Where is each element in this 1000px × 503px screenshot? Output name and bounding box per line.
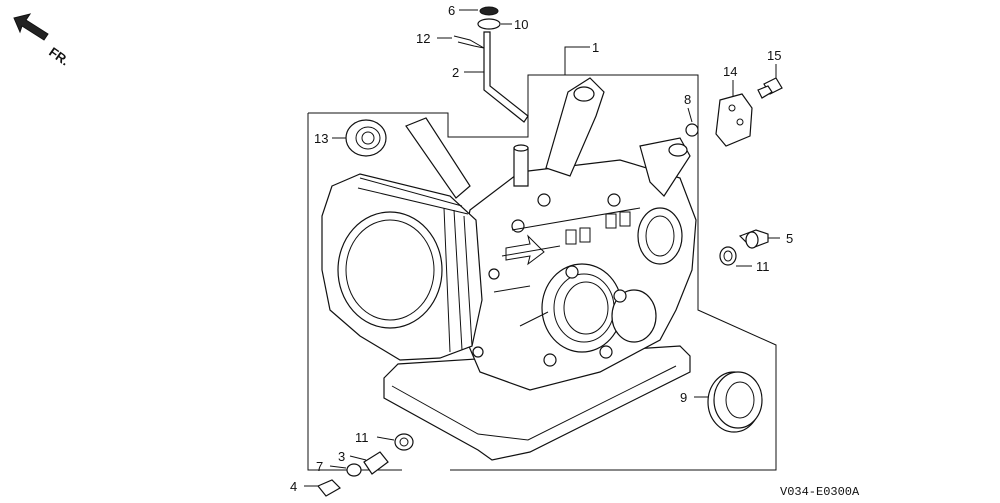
front-direction-arrow-icon: FR. bbox=[13, 13, 72, 68]
oil-seal-9 bbox=[707, 371, 763, 433]
dowel-3 bbox=[363, 451, 389, 475]
callout-11-lower: 11 bbox=[355, 430, 369, 445]
callout-11-right: 11 bbox=[756, 259, 770, 274]
washer-11-right bbox=[719, 246, 737, 266]
plug-8 bbox=[685, 123, 699, 137]
callout-3: 3 bbox=[338, 449, 345, 464]
direction-label: FR. bbox=[46, 44, 72, 68]
callout-13: 13 bbox=[314, 131, 328, 146]
washer-10 bbox=[477, 18, 501, 30]
callout-1: 1 bbox=[592, 40, 599, 55]
bolt-5 bbox=[738, 229, 769, 249]
clip-12 bbox=[453, 35, 485, 49]
bolt-15 bbox=[757, 77, 783, 99]
callout-8: 8 bbox=[684, 92, 691, 107]
figure-code: V034-E0300A bbox=[780, 485, 860, 499]
bearing-13 bbox=[345, 119, 387, 157]
callout-2: 2 bbox=[452, 65, 459, 80]
bolt-4 bbox=[317, 479, 341, 497]
callout-5: 5 bbox=[786, 231, 793, 246]
callout-7: 7 bbox=[316, 459, 323, 474]
nut-6 bbox=[479, 6, 499, 16]
washer-7 bbox=[346, 463, 362, 477]
callout-12: 12 bbox=[416, 31, 430, 46]
crankcase-body bbox=[321, 77, 697, 461]
leader-1 bbox=[564, 46, 590, 75]
callout-6: 6 bbox=[448, 3, 455, 18]
callout-14: 14 bbox=[723, 64, 737, 79]
washer-11-lower bbox=[394, 433, 414, 451]
leader-lines bbox=[304, 9, 780, 487]
callout-4: 4 bbox=[290, 479, 297, 494]
plate-14 bbox=[715, 93, 753, 147]
callout-9: 9 bbox=[680, 390, 687, 405]
callout-10: 10 bbox=[514, 17, 528, 32]
callout-15: 15 bbox=[767, 48, 781, 63]
governor-rod-2 bbox=[483, 31, 529, 123]
